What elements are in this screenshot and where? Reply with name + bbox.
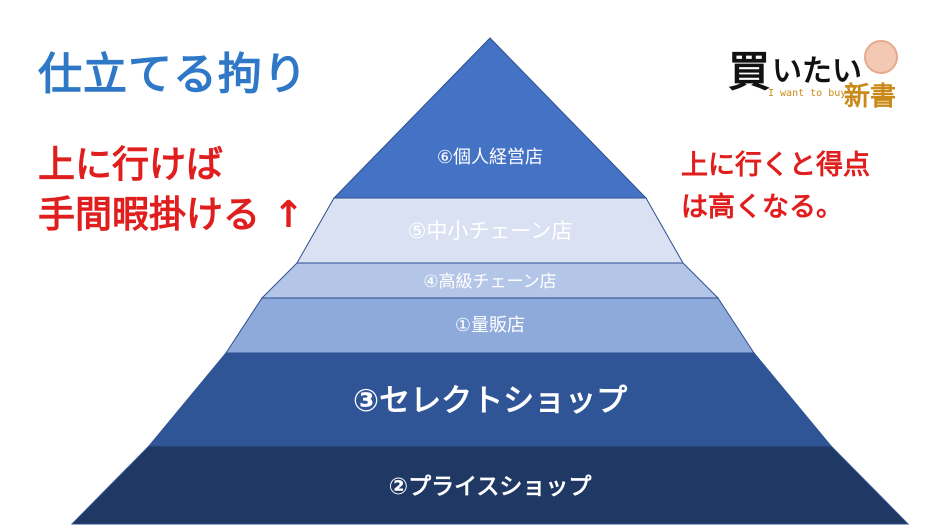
left-note: 上に行けば 手間暇掛ける ↑ xyxy=(38,140,304,240)
avatar-icon xyxy=(864,40,898,74)
logo-subtitle: I want to buy xyxy=(768,88,847,99)
logo-kana: いたい xyxy=(772,54,862,89)
logo-kanji: 買 xyxy=(728,47,771,96)
pyramid-tier-1 xyxy=(332,37,648,199)
pyramid-tier-label-2: ⑤中小チェーン店 xyxy=(408,219,573,243)
pyramid-tier-label-4: ①量販店 xyxy=(455,315,525,336)
pyramid-tier-label-1: ⑥個人経営店 xyxy=(437,147,543,168)
brand-logo: 買 いたい I want to buy 新書 xyxy=(726,38,916,112)
logo-book: 新書 xyxy=(844,82,897,112)
page-title: 仕立てる拘り xyxy=(38,49,308,100)
pyramid-tier-label-3: ④高級チェーン店 xyxy=(423,272,556,292)
pyramid-tier-label-5: ③セレクトショップ xyxy=(353,383,628,419)
left-note-line2: 手間暇掛ける ↑ xyxy=(38,193,304,236)
pyramid-tier-label-6: ②プライスショップ xyxy=(389,474,593,500)
left-note-line1: 上に行けば xyxy=(38,143,223,186)
right-note-line2: は高くなる。 xyxy=(681,192,843,223)
pyramid-tier-6 xyxy=(70,445,910,525)
right-note: 上に行くと得点 は高くなる。 xyxy=(681,145,870,229)
right-note-line1: 上に行くと得点 xyxy=(681,150,870,181)
